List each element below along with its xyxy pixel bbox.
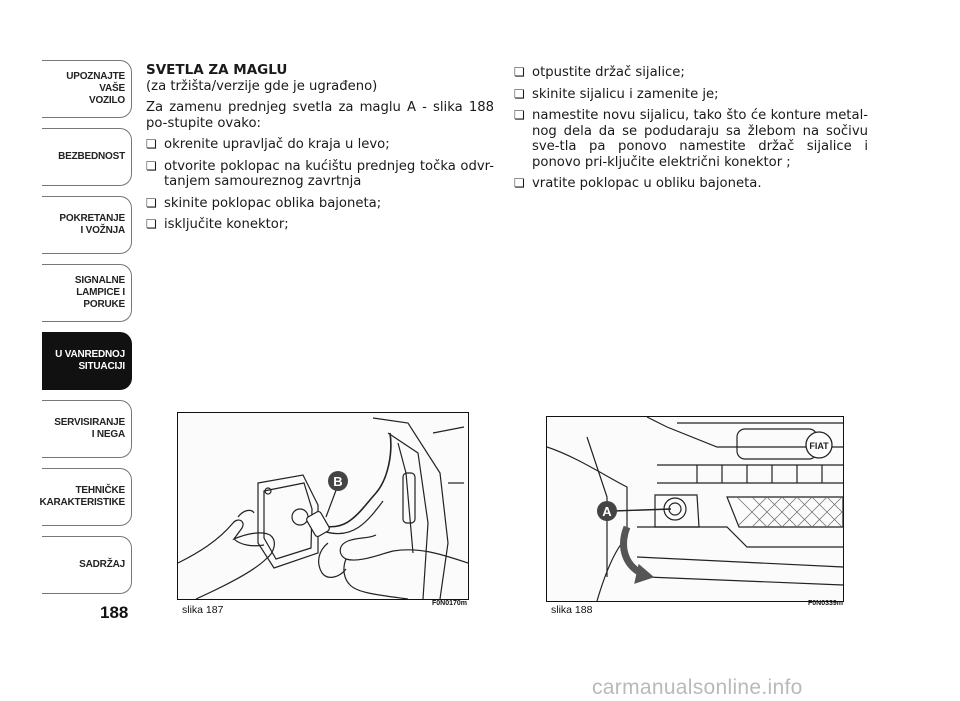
tab-signalne-lampice[interactable]: SIGNALNE LAMPICE I PORUKE	[42, 264, 132, 322]
section-heading: SVETLA ZA MAGLU	[146, 62, 288, 78]
callout-b-label: B	[333, 474, 342, 489]
figure-188-illustration: FIAT A	[546, 416, 844, 602]
tab-pokretanje-i-voznja[interactable]: POKRETANJE I VOŽNJA	[42, 196, 132, 254]
section-subheading: (za tržišta/verzije gde je ugrađeno)	[146, 78, 378, 94]
fiat-badge	[805, 431, 833, 459]
page-number: 188	[100, 603, 129, 622]
figure-187-illustration: B	[177, 412, 469, 600]
callout-a-label: A	[602, 504, 612, 519]
tab-u-vanrednoj-situaciji[interactable]: U VANREDNOJ SITUACIJI	[42, 332, 132, 390]
tab-sadrzaj[interactable]: SADRŽAJ	[42, 536, 132, 594]
step-item: otvorite poklopac na kućištu prednjeg to…	[146, 159, 494, 190]
step-item: otpustite držač sijalice;	[514, 65, 868, 81]
step-item: skinite poklopac oblika bajoneta;	[146, 196, 494, 212]
tab-bezbednost[interactable]: BEZBEDNOST	[42, 128, 132, 186]
step-item: okrenite upravljač do kraja u levo;	[146, 137, 494, 153]
figure-188-caption: slika 188	[551, 604, 593, 616]
bumper-illustration: FIAT A	[547, 417, 843, 601]
step-item: isključite konektor;	[146, 217, 494, 233]
left-column: SVETLA ZA MAGLU (za tržišta/verzije gde …	[146, 62, 494, 239]
fiat-badge-label: FIAT	[809, 441, 829, 451]
tab-upoznajte-vase-vozilo[interactable]: UPOZNAJTE VAŠE VOZILO	[42, 60, 132, 118]
connector-illustration: B	[178, 417, 468, 599]
tab-tehnicke-karakteristike[interactable]: TEHNIČKE KARAKTERISTIKE	[39, 468, 132, 526]
intro-paragraph: Za zamenu prednjeg svetla za maglu A - s…	[146, 100, 494, 131]
steps-list-left: okrenite upravljač do kraja u levo; otvo…	[146, 137, 494, 233]
tab-servisiranje-i-nega[interactable]: SERVISIRANJE I NEGA	[42, 400, 132, 458]
step-item: skinite sijalicu i zamenite je;	[514, 87, 868, 103]
figure-187-caption: slika 187	[182, 604, 224, 616]
right-column: otpustite držač sijalice; skinite sijali…	[514, 65, 868, 198]
step-item: namestite novu sijalicu, tako što će kon…	[514, 108, 868, 170]
figure-188-code: F0N0339m	[808, 600, 844, 607]
watermark: carmanualsonline.info	[592, 676, 803, 699]
figure-187-code: F0N0170m	[432, 600, 468, 607]
step-item: vratite poklopac u obliku bajoneta.	[514, 176, 868, 192]
steps-list-right: otpustite držač sijalice; skinite sijali…	[514, 65, 868, 192]
